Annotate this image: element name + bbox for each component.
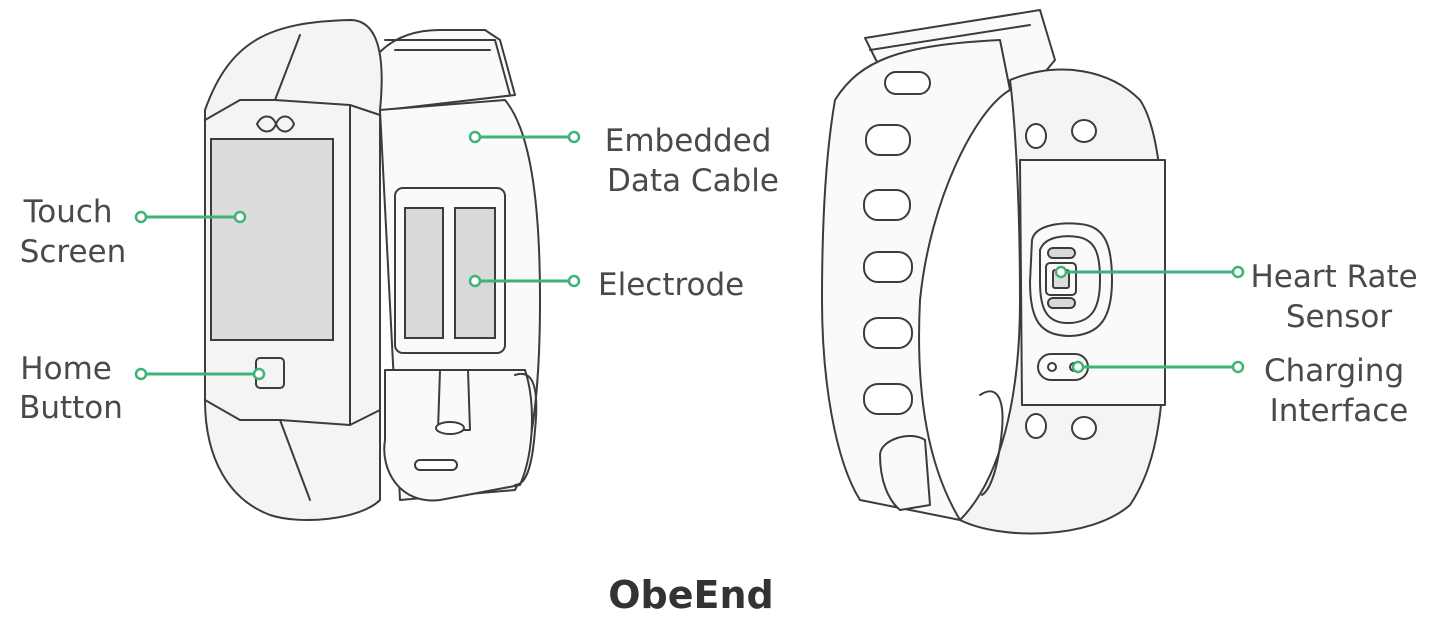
label-electrode-line1: Electrode	[598, 267, 744, 303]
label-heart-rate-sensor-line1: Heart Rate	[1250, 259, 1417, 295]
label-embedded-data-cable-line2: Data Cable	[607, 163, 779, 199]
label-embedded-data-cable-line1: Embedded	[605, 123, 772, 159]
front-view-band	[204, 19, 541, 521]
label-touch-screen: Touch Screen	[20, 194, 127, 270]
electrode-pad-right	[454, 207, 496, 339]
infinity-logo-icon	[256, 115, 295, 133]
label-charging-interface-line1: Charging	[1264, 353, 1404, 389]
brand-name: ObeEnd	[608, 573, 774, 617]
label-charging-interface-line2: Interface	[1270, 393, 1409, 429]
back-view-band	[821, 9, 1166, 535]
label-heart-rate-sensor-line2: Sensor	[1286, 299, 1393, 335]
label-home-button-line2: Button	[19, 390, 123, 426]
electrode-pad-left	[404, 207, 444, 339]
label-charging-interface: Charging Interface	[1264, 353, 1414, 429]
touch-screen	[210, 138, 334, 341]
label-home-button: Home Button	[19, 351, 123, 426]
label-electrode: Electrode	[598, 267, 744, 303]
label-embedded-data-cable: Embedded Data Cable	[605, 123, 782, 199]
callout-leaders	[134, 130, 1245, 381]
label-touch-screen-line1: Touch	[23, 194, 113, 230]
strap-holes	[863, 71, 931, 415]
label-heart-rate-sensor: Heart Rate Sensor	[1250, 259, 1427, 335]
label-home-button-line1: Home	[20, 351, 112, 387]
label-touch-screen-line2: Screen	[20, 234, 127, 270]
